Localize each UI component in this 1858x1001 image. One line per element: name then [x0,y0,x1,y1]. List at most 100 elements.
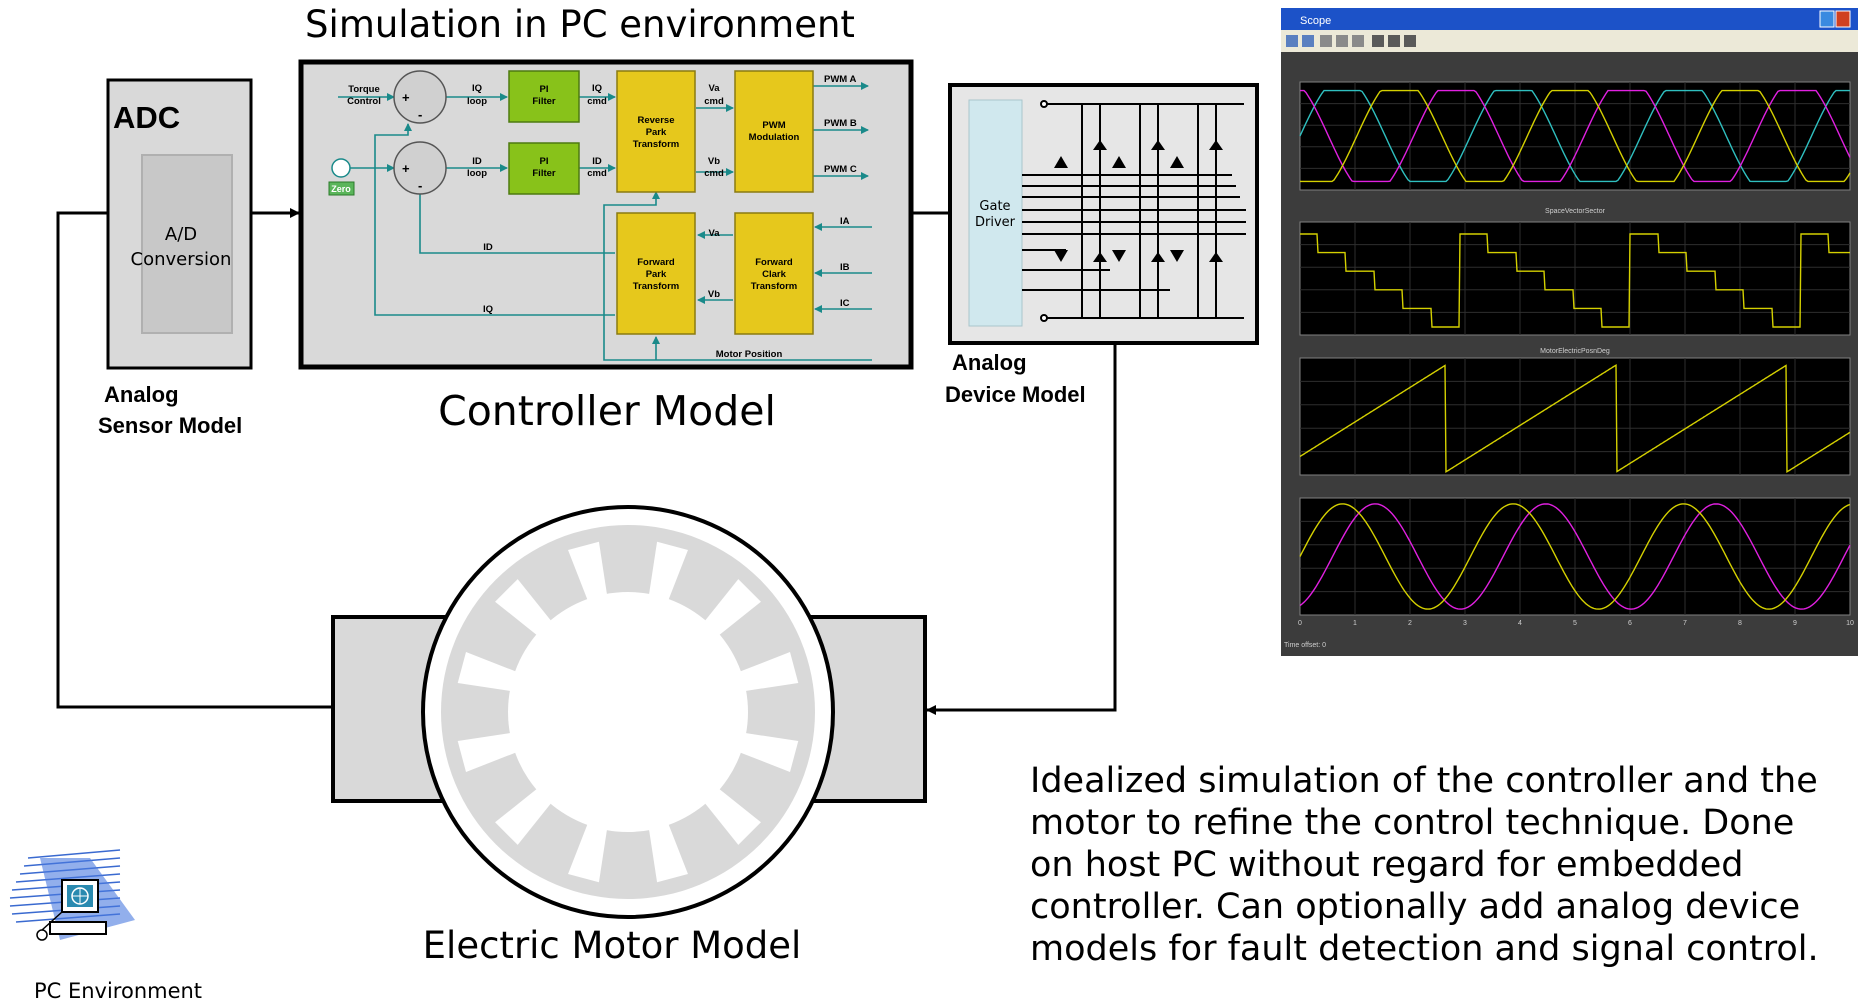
description-line-2: motor to refine the control technique. D… [1030,803,1795,843]
pwm-c: PWM C [824,164,857,175]
stator-slot [495,788,552,845]
description-line-5: models for fault detection and signal co… [1030,929,1819,969]
pi-filter-id-2: Filter [532,168,556,179]
pi-filter-id: PI Filter [508,142,580,195]
iq-loop-1: IQ [472,83,482,94]
scope-panel2-title: SpaceVectorSector [1545,208,1606,215]
id-cmd-2: cmd [587,168,607,179]
stator-slot [704,579,761,636]
forward-park-1: Forward [637,257,675,268]
current-trace [1299,503,1851,610]
scope-time-offset: Time offset: 0 [1284,642,1326,649]
scope-x-tick: 2 [1408,620,1412,627]
id-cmd-1: ID [592,156,602,167]
ia-label: IA [840,216,850,227]
description-line-3: on host PC without regard for embedded [1030,845,1744,885]
sum-minus-2: - [418,178,422,193]
id-feedback-label: ID [483,242,493,253]
scope-x-tick: 3 [1463,620,1467,627]
vb-cmd-2: cmd [704,168,724,179]
pi-filter-iq-1: PI [540,84,549,95]
zero-label: Zero [331,184,351,194]
analog-device-block: Gate Driver [948,83,1259,345]
sum-junction-iq: + - [393,70,447,124]
motor-position-label: Motor Position [716,349,783,360]
stator-slot [457,652,517,692]
ad-conversion-line1: A/D [165,224,197,245]
pwm-a: PWM A [824,74,857,85]
scope-x-tick: 7 [1683,620,1687,627]
pwm-b: PWM B [824,118,857,129]
stator-slot [739,732,799,772]
scope-x-tick: 6 [1628,620,1632,627]
vb-cmd-1: Vb [708,156,720,167]
iq-feedback-label: IQ [483,304,493,315]
scope-x-tick: 9 [1793,620,1797,627]
reverse-park-3: Transform [633,139,679,150]
scope-panel3-title: MotorElectricPosnDeg [1540,348,1610,355]
controller-block [298,59,914,370]
controller-internals [338,82,872,361]
description-line-1: Idealized simulation of the controller a… [1030,761,1818,801]
iq-cmd-1: IQ [592,83,602,94]
stator-slot [495,579,552,636]
adc-block: ADC A/D Conversion [106,78,253,370]
adc-title: ADC [113,100,180,135]
iq-cmd-2: cmd [587,96,607,107]
stator-slot [568,823,608,883]
scope-window: Scope SpaceVectorSector MotorElectricPos… [1281,8,1858,656]
position-trace [1299,363,1851,474]
stator-slot [739,652,799,692]
pi-filter-iq-2: Filter [532,96,556,107]
forward-clark-1: Forward [755,257,793,268]
stator-slot [648,541,688,601]
current-trace [1299,503,1851,610]
scope-title: Scope [1300,15,1331,27]
pwm-mod-1: PWM [762,120,785,131]
va-cmd-1: Va [708,83,720,94]
phase-trace [1300,89,1851,183]
forward-park-3: Transform [633,281,679,292]
ad-conversion-line2: Conversion [131,249,232,270]
gate-driver-2: Driver [975,215,1016,230]
pwm-mod-2: Modulation [749,132,800,143]
ic-label: IC [840,298,850,309]
phase-trace [1300,89,1851,183]
analog-sensor-label-1: Analog [104,382,179,407]
pwm-modulation: PWM Modulation [734,70,814,193]
description-line-4: controller. Can optionally add analog de… [1030,887,1801,927]
pi-filter-iq: PI Filter [508,70,580,123]
sum-plus-1: + [402,90,410,105]
va-cmd-2: cmd [704,96,724,107]
simulation-title: Simulation in PC environment [305,3,855,46]
ib-label: IB [840,262,850,273]
scope-window-buttons[interactable] [1819,10,1851,28]
computer-globe-icon [9,849,135,941]
sector-trace [1300,233,1850,328]
stator-slot [648,823,688,883]
pi-filter-id-1: PI [540,156,549,167]
signal-connections [56,208,1117,715]
forward-park-transform: Forward Park Transform [616,212,696,335]
torque-control-2: Control [347,96,381,107]
scope-x-tick: 4 [1518,620,1522,627]
scope-x-tick: 10 [1846,620,1854,627]
scope-x-tick: 5 [1573,620,1577,627]
id-loop-2: loop [467,168,487,179]
iq-loop-2: loop [467,96,487,107]
forward-clark-3: Transform [751,281,797,292]
id-loop-1: ID [472,156,482,167]
controller-model-title: Controller Model [438,387,776,435]
electric-motor [331,505,927,919]
scope-x-tick: 0 [1298,620,1302,627]
analog-sensor-label-2: Sensor Model [98,413,242,438]
scope-toolbar-icons[interactable] [1286,35,1416,47]
analog-device-label-1: Analog [952,350,1027,375]
forward-clark-2: Clark [762,269,786,280]
stator-slot [704,788,761,845]
reverse-park-transform: Reverse Park Transform [616,70,696,193]
forward-clark-transform: Forward Clark Transform [734,212,814,335]
torque-control-1: Torque [348,84,380,95]
scope-x-tick: 1 [1353,620,1357,627]
